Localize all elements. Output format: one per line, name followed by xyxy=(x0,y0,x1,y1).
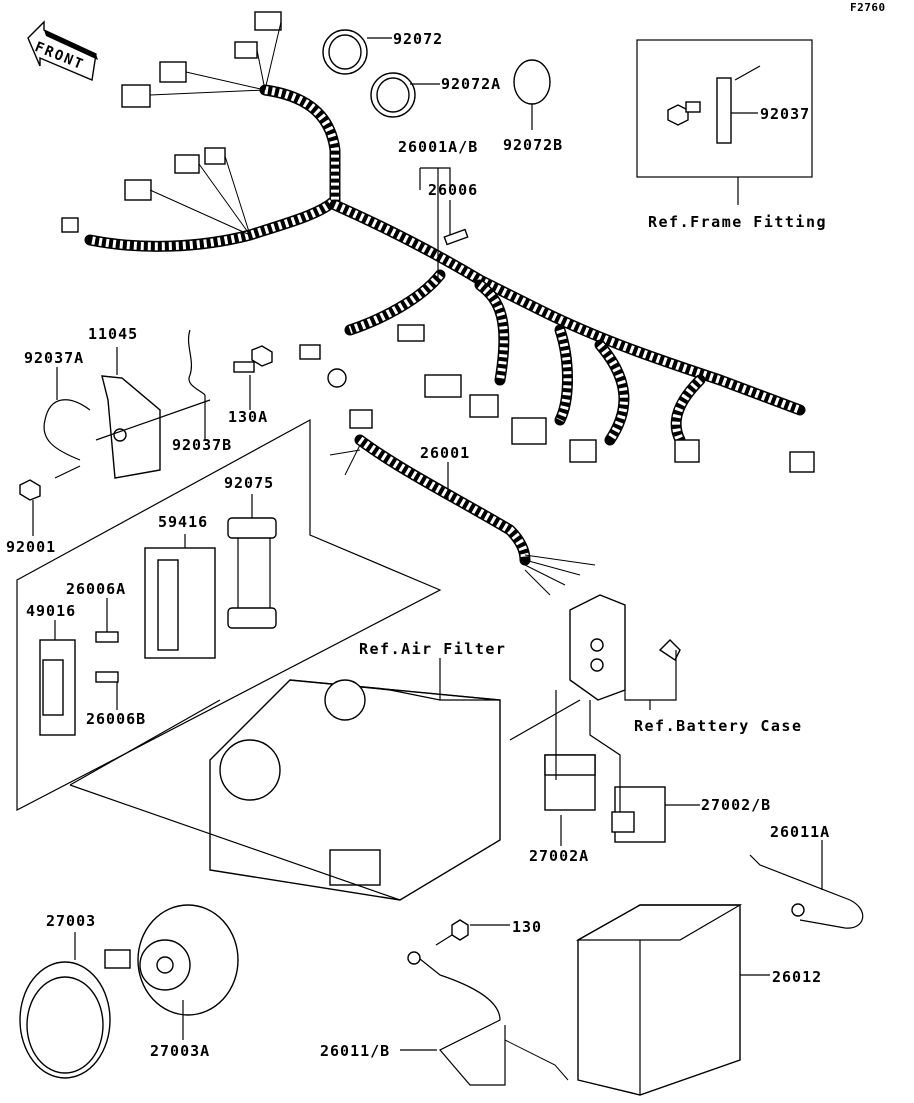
horn-27003 xyxy=(19,932,111,1079)
battery-case-bracket xyxy=(569,594,681,710)
main-wiring-harness xyxy=(61,11,815,473)
label-92001: 92001 xyxy=(6,538,57,556)
figure-code: F2760 xyxy=(850,1,886,14)
fuse-26006a xyxy=(95,631,119,643)
fuse-box-panel xyxy=(16,418,442,811)
fuse-26006b xyxy=(95,671,119,683)
relay-27002b xyxy=(589,700,700,843)
label-130: 130 xyxy=(512,918,543,936)
ref-frame-fitting-label: Ref.Frame Fitting xyxy=(648,213,828,231)
label-59416: 59416 xyxy=(158,513,209,531)
bolt-92001 xyxy=(19,479,41,536)
label-26006a: 26006A xyxy=(66,580,127,598)
label-130a: 130A xyxy=(228,408,269,426)
fuse-26006 xyxy=(443,228,469,246)
clip-92037b xyxy=(187,329,206,396)
front-arrow-icon xyxy=(27,20,98,81)
bolt-130 xyxy=(435,919,510,946)
label-11045: 11045 xyxy=(88,325,139,343)
label-92037a: 92037A xyxy=(24,349,85,367)
label-92072b: 92072B xyxy=(503,136,564,154)
tray-panel-outline xyxy=(69,699,221,786)
ref-battery-case-label: Ref.Battery Case xyxy=(634,717,803,735)
frame-fitting-box xyxy=(636,39,813,178)
label-27003a: 27003A xyxy=(150,1042,211,1060)
label-26011b: 26011/B xyxy=(320,1042,391,1060)
fuse-box-59416 xyxy=(144,534,216,659)
sub-harness-26001 xyxy=(329,409,596,596)
label-26006b: 26006B xyxy=(86,710,147,728)
label-92037: 92037 xyxy=(760,105,811,123)
battery-cable-26011a xyxy=(749,854,864,929)
label-27003: 27003 xyxy=(46,912,97,930)
clamp-92072a xyxy=(370,72,440,118)
battery-cable-26011b xyxy=(414,954,506,1086)
label-26011a: 26011A xyxy=(770,823,831,841)
ref-air-filter-label: Ref.Air Filter xyxy=(359,640,507,658)
clip-92037a xyxy=(43,399,91,461)
label-92072a: 92072A xyxy=(441,75,502,93)
bracket-11045 xyxy=(101,347,161,479)
label-49016: 49016 xyxy=(26,602,77,620)
label-92072: 92072 xyxy=(393,30,444,48)
horn-27003a xyxy=(104,904,239,1040)
label-26012: 26012 xyxy=(772,968,823,986)
relay-27002a xyxy=(544,690,596,846)
label-92075: 92075 xyxy=(224,474,275,492)
cover-92075 xyxy=(227,494,277,629)
clamp-92072 xyxy=(322,29,392,75)
label-27002a: 27002A xyxy=(529,847,590,865)
fuse-cover-49016 xyxy=(39,620,76,736)
label-26001: 26001 xyxy=(420,444,471,462)
band-92072b xyxy=(513,59,551,130)
bolt-130a xyxy=(233,345,273,410)
label-92037b: 92037B xyxy=(172,436,233,454)
air-filter-battery-tray xyxy=(209,658,581,901)
label-26001ab: 26001A/B xyxy=(398,138,479,156)
label-27002b: 27002/B xyxy=(701,796,772,814)
battery-26012 xyxy=(575,904,770,1096)
bolt-92037 xyxy=(667,65,761,144)
label-26006: 26006 xyxy=(428,181,479,199)
